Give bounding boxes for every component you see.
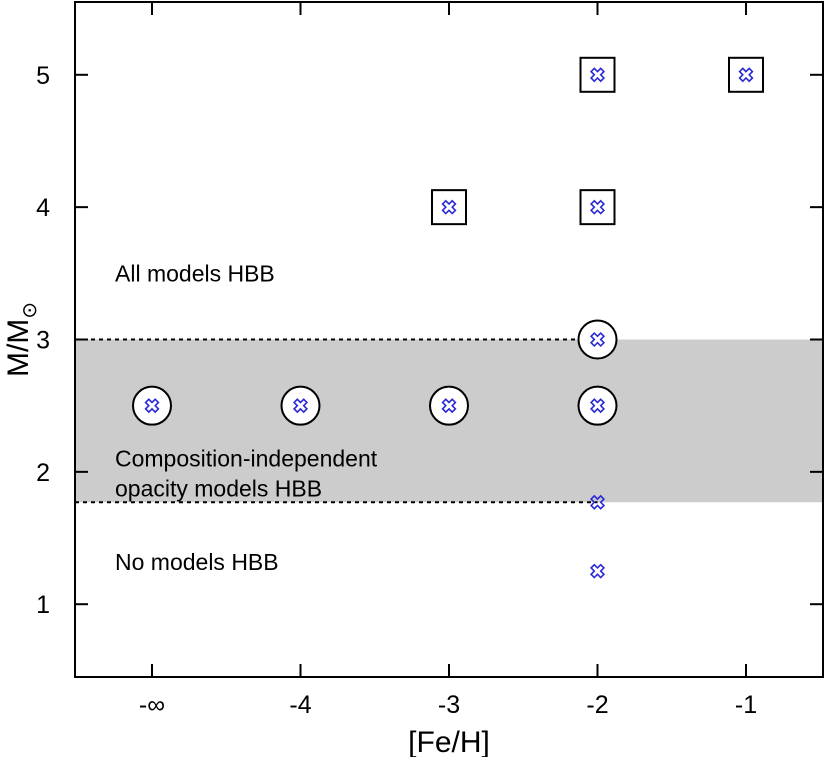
cross-marker	[441, 199, 457, 215]
square-marker	[579, 56, 616, 93]
data-point-0	[132, 385, 172, 426]
x-tick-label-2: -3	[438, 691, 460, 719]
annotation-2: No models HBB	[115, 549, 279, 575]
y-tick-label-3: 4	[36, 194, 50, 222]
data-point-6	[579, 189, 616, 226]
annotation-1-line-1: opacity models HBB	[115, 476, 322, 502]
cross-marker	[738, 67, 754, 83]
data-point-3	[577, 385, 618, 426]
cross-marker	[441, 398, 457, 414]
data-point-10	[589, 563, 606, 579]
annotation-1: Composition-independent opacity models HB…	[115, 446, 378, 502]
square-marker	[579, 189, 616, 226]
cross-marker	[589, 494, 606, 510]
y-axis-ticks: 1 2 3 4 5	[36, 62, 823, 619]
y-tick-label-4: 5	[36, 62, 50, 90]
y-tick-label-0: 1	[36, 591, 50, 619]
data-point-4	[577, 319, 618, 360]
x-tick-label-1: -4	[289, 691, 311, 719]
x-axis-title: [Fe/H]	[408, 726, 490, 757]
annotations: All models HBB Composition-independent opa…	[115, 260, 378, 575]
y-title-main: M/M	[2, 319, 35, 377]
cross-marker	[589, 563, 606, 579]
annotation-0-line-0: All models HBB	[115, 260, 275, 286]
cross-marker	[589, 199, 606, 215]
circle-marker	[280, 385, 321, 426]
band-boundary-lines	[75, 338, 598, 504]
data-point-7	[579, 56, 616, 93]
annotation-0: All models HBB	[115, 260, 275, 286]
data-markers	[132, 56, 764, 579]
cross-marker	[589, 331, 606, 348]
circle-marker	[577, 385, 618, 426]
annotation-1-line-0: Composition-independent	[115, 446, 378, 472]
data-point-9	[589, 494, 606, 510]
circle-marker	[429, 385, 469, 426]
data-point-1	[280, 385, 321, 426]
x-axis-ticks: -∞ -4 -3 -2 -1	[139, 2, 757, 719]
square-marker	[728, 56, 764, 93]
cross-marker	[292, 398, 309, 414]
data-point-2	[429, 385, 469, 426]
cross-marker	[144, 398, 160, 414]
x-tick-label-0: -∞	[139, 691, 165, 719]
circle-marker	[132, 385, 172, 426]
y-tick-label-2: 3	[36, 327, 50, 355]
circle-marker	[577, 319, 618, 360]
annotation-2-line-0: No models HBB	[115, 549, 279, 575]
data-point-5	[431, 189, 467, 226]
data-point-8	[728, 56, 764, 93]
x-tick-label-4: -1	[735, 691, 757, 719]
x-tick-label-3: -2	[586, 691, 608, 719]
cross-marker	[589, 67, 606, 83]
cross-marker	[589, 398, 606, 414]
y-title-subscript: ⊙	[19, 302, 41, 319]
square-marker	[431, 189, 467, 226]
y-tick-label-1: 2	[36, 459, 50, 487]
y-axis-title: M/M⊙	[2, 302, 41, 377]
